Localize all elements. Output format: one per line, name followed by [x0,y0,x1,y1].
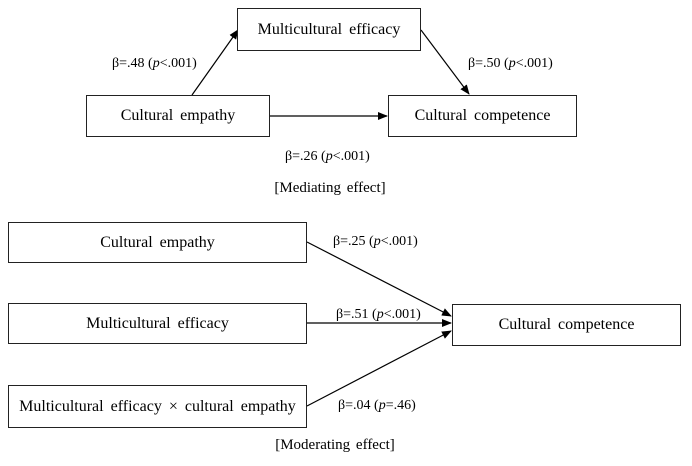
med-box-cultural-empathy: Cultural empathy [86,95,270,137]
med-caption: [Mediating effect] [274,180,386,196]
mod-box-multicultural-efficacy-label: Multicultural efficacy [86,314,229,332]
arrow-empathy-to-efficacy [191,29,239,96]
p-symbol: p [376,307,384,322]
med-box-multicultural-efficacy-label: Multicultural efficacy [257,20,401,38]
arrow-mod-empathy-to-competence [306,241,452,317]
beta-text: β=.25 ( [333,234,374,249]
p-value-text: <.001) [515,56,553,71]
mod-box-interaction: Multicultural efficacy × cultural empath… [8,385,307,428]
beta-text: β=.26 ( [285,149,326,164]
p-value-text: <.001) [380,234,418,249]
beta-text: β=.51 ( [336,307,377,322]
mod-box-multicultural-efficacy: Multicultural efficacy [8,303,307,344]
beta-text: β=.50 ( [468,56,509,71]
p-symbol: p [325,149,333,164]
p-symbol: p [508,56,516,71]
beta-text: β=.48 ( [112,56,153,71]
beta-text: β=.04 ( [338,398,379,413]
med-path-label-empathy-efficacy: β=.48 (p<.001) [112,56,197,72]
med-box-multicultural-efficacy: Multicultural efficacy [237,8,421,51]
p-value-text: <.001) [383,307,421,322]
mod-box-interaction-label: Multicultural efficacy × cultural empath… [19,397,296,415]
p-symbol: p [152,56,160,71]
mod-path-label-efficacy: β=.51 (p<.001) [336,307,421,323]
mod-path-label-empathy: β=.25 (p<.001) [333,234,418,250]
med-path-label-efficacy-competence: β=.50 (p<.001) [468,56,553,72]
arrow-efficacy-to-competence [420,29,470,95]
p-symbol: p [378,398,386,413]
p-symbol: p [373,234,381,249]
mod-box-cultural-competence-label: Cultural competence [498,316,635,333]
mod-box-cultural-empathy: Cultural empathy [8,222,307,263]
mod-box-cultural-empathy-label: Cultural empathy [100,233,215,251]
med-box-cultural-competence-label: Cultural competence [414,107,551,124]
mod-path-label-interaction: β=.04 (p=.46) [338,398,416,414]
med-path-label-empathy-competence: β=.26 (p<.001) [285,149,370,165]
med-box-cultural-competence: Cultural competence [388,95,577,137]
arrow-mod-interaction-to-competence [306,330,452,407]
mod-caption: [Moderating effect] [275,437,395,453]
p-value-text: <.001) [159,56,197,71]
p-value-text: <.001) [332,149,370,164]
p-value-text: =.46) [385,398,416,413]
mod-box-cultural-competence: Cultural competence [452,304,681,346]
med-box-cultural-empathy-label: Cultural empathy [120,107,236,124]
